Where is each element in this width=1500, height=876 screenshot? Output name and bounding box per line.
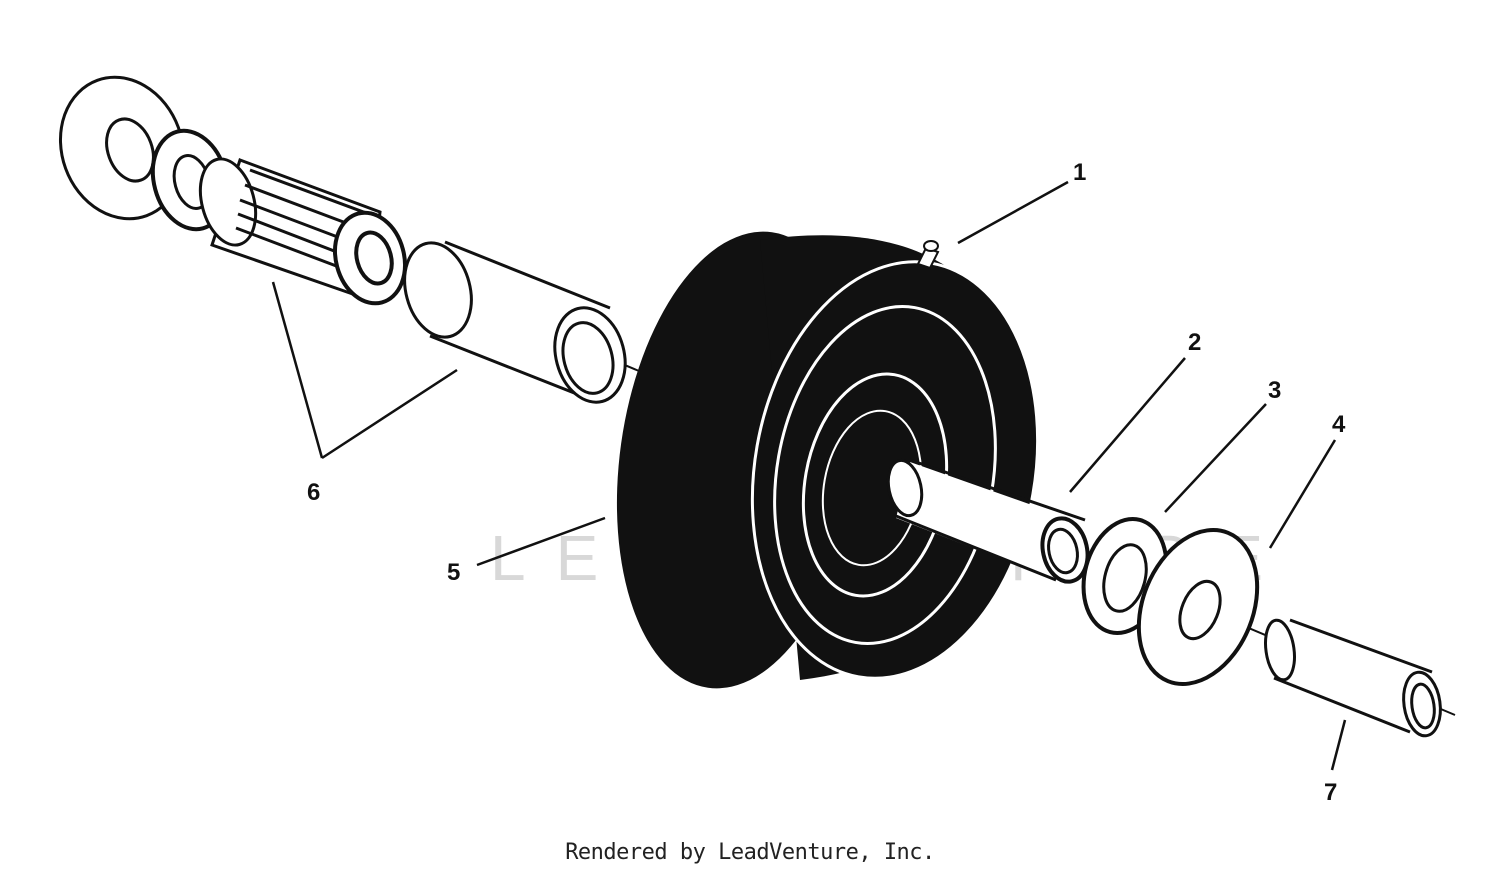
callout-7: 7 [1324, 779, 1337, 806]
callout-6: 6 [307, 479, 320, 506]
wheel [616, 231, 1040, 689]
callout-2: 2 [1188, 329, 1201, 356]
short-spacer-tube [1264, 618, 1442, 738]
long-spacer-tube [403, 240, 627, 404]
callout-1: 1 [1073, 159, 1086, 186]
roller-bearing [198, 157, 407, 306]
render-credit: Rendered by LeadVenture, Inc. [565, 840, 935, 865]
callout-5: 5 [447, 559, 460, 586]
flat-washer [1136, 528, 1260, 686]
callout-3: 3 [1268, 377, 1281, 404]
callout-4: 4 [1332, 411, 1346, 438]
axle-shaft [886, 458, 1090, 584]
leader-lines [271, 180, 1347, 771]
